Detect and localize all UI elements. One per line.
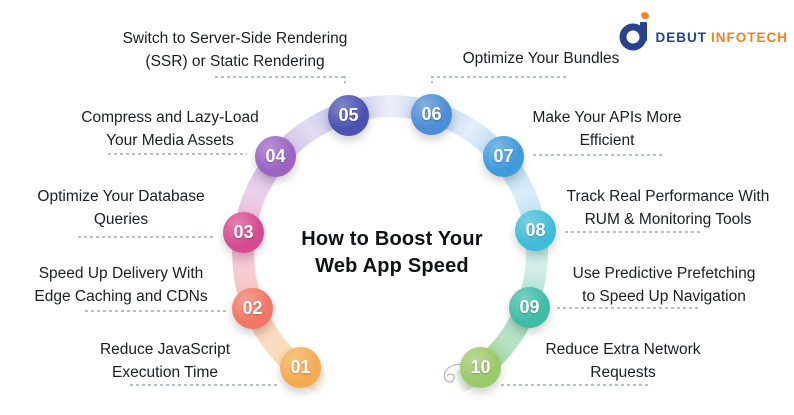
step-connector-10 [501,384,648,386]
step-connector-02 [85,310,227,312]
step-badge-04: 04 [255,136,296,177]
step-badge-05: 05 [328,95,369,136]
brand-name-primary: DEBUT [655,29,707,45]
step-badge-07: 07 [483,136,524,177]
step-badge-01: 01 [280,347,321,388]
step-label-06: Optimize Your Bundles [462,50,620,67]
step-label-10: Reduce Extra Network Requests [545,341,701,381]
step-label-04: Compress and Lazy-Load Your Media Assets [81,109,259,149]
step-label-01: Reduce JavaScript Execution Time [99,341,231,381]
step-label-03: Optimize Your Database Queries [37,188,205,228]
step-connector-06 [431,76,568,84]
step-label-08: Track Real Performance With RUM & Monito… [566,188,770,228]
step-connector-09 [557,307,700,309]
step-badge-10: 10 [460,347,501,388]
connector-tick [344,76,346,84]
brand-name-secondary: INFOTECH [711,29,788,45]
debut-infotech-d-logo-icon [619,12,649,51]
step-label-05: Switch to Server-Side Rendering (SSR) or… [122,30,348,70]
step-badge-02: 02 [232,288,273,329]
decorative-curl [443,363,472,383]
infographic-title: How to Boost Your Web App Speed [301,228,483,277]
step-connector-07 [533,154,665,156]
step-connector-03 [78,236,215,238]
step-connector-08 [565,231,700,233]
step-connector-01 [130,384,280,386]
step-connector-05 [215,76,346,84]
step-label-02: Speed Up Delivery With Edge Caching and … [34,265,208,305]
step-label-07: Make Your APIs More Efficient [532,109,682,149]
step-badge-08: 08 [515,210,556,251]
step-connector-04 [108,153,247,155]
step-badge-03: 03 [223,212,264,253]
step-badge-06: 06 [411,94,452,135]
connector-tick [431,76,433,84]
step-label-09: Use Predictive Prefetching to Speed Up N… [572,265,756,305]
step-badge-09: 09 [509,287,550,328]
